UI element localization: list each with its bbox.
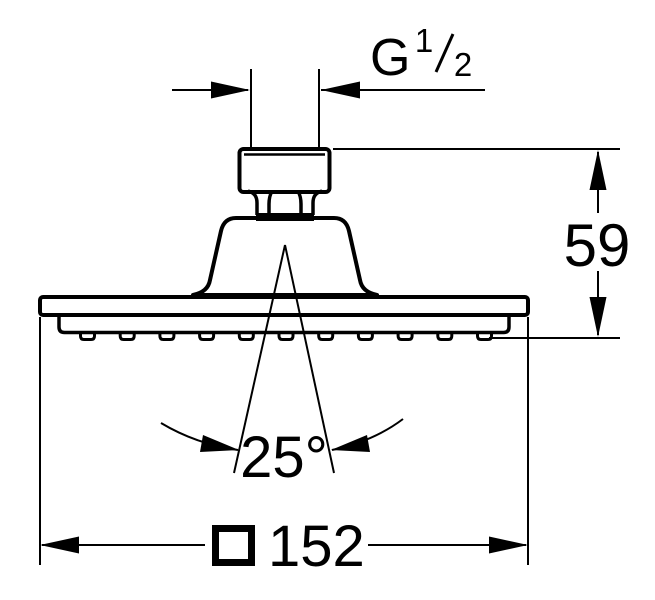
shower-head-body <box>191 216 379 297</box>
height-label: 59 <box>564 212 631 279</box>
arrowhead-left <box>321 81 360 99</box>
nozzle <box>237 333 255 341</box>
connector-block <box>237 147 332 194</box>
nozzle <box>396 333 414 341</box>
ball-joint-neck <box>247 189 323 221</box>
arrowhead-angle-right <box>331 435 370 452</box>
plate-rim <box>38 295 530 317</box>
arrowhead-angle-left <box>200 435 239 452</box>
nozzle <box>277 333 295 341</box>
width-label: 152 <box>268 514 365 579</box>
arrowhead-down <box>589 297 607 337</box>
arrowhead-up <box>589 150 607 190</box>
nozzle-row <box>79 333 493 341</box>
thread-label-numerator: 1 <box>415 22 433 59</box>
spray-angle-label: 25° <box>240 425 328 490</box>
supply-pipe <box>250 69 320 149</box>
nozzle <box>317 333 335 341</box>
thread-label-prefix: G <box>370 29 410 87</box>
height-dimension: 59 <box>333 148 631 339</box>
thread-label-denominator: 2 <box>454 46 472 83</box>
nozzle <box>436 333 454 341</box>
thread-dimension: G 1 2 <box>172 22 485 99</box>
nozzle <box>79 333 96 341</box>
square-symbol <box>212 525 255 566</box>
width-dimension: 152 <box>39 317 529 579</box>
nozzle <box>356 333 374 341</box>
nozzle <box>198 333 216 341</box>
spray-angle-annotation: 25° <box>160 244 404 490</box>
arrowhead-right <box>489 536 528 554</box>
face-plate <box>38 295 530 335</box>
arrowhead-left <box>40 536 79 554</box>
fraction-slash <box>434 33 455 73</box>
nozzle <box>118 333 136 341</box>
nozzle <box>158 333 176 341</box>
arrowhead-right <box>211 81 250 99</box>
